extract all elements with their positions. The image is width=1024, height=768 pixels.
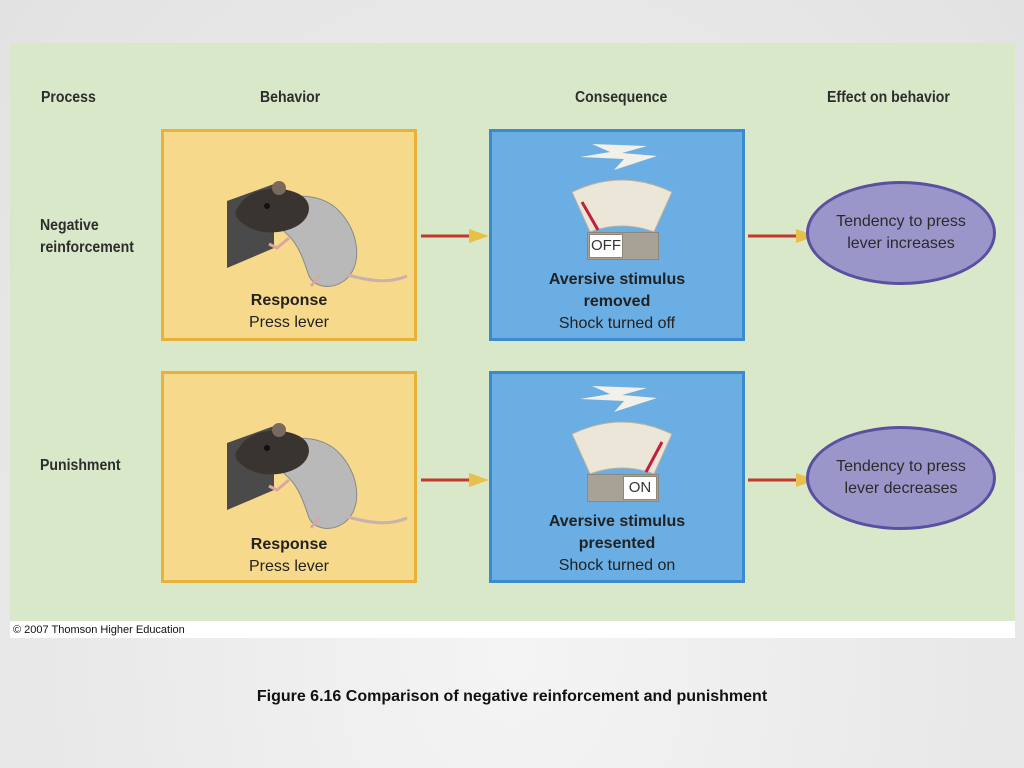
- copyright-notice: © 2007 Thomson Higher Education: [13, 624, 185, 636]
- effect-text: Tendency to press: [836, 213, 966, 230]
- effect-oval: Tendency to press lever increases: [806, 181, 996, 285]
- shock-switch: OFF: [587, 232, 659, 260]
- consequence-text: Aversive stimulus removed Shock turned o…: [492, 269, 742, 335]
- behavior-box: Response Press lever: [161, 129, 417, 341]
- header-process: Process: [41, 89, 96, 106]
- effect-oval: Tendency to press lever decreases: [806, 426, 996, 530]
- behavior-box: Response Press lever: [161, 371, 417, 583]
- header-effect: Effect on behavior: [827, 89, 950, 106]
- arrow-right-icon: [421, 473, 489, 487]
- consequence-title-line2: removed: [583, 293, 651, 310]
- consequence-title: Aversive stimulus: [548, 271, 686, 288]
- effect-text-line2: lever decreases: [844, 480, 958, 497]
- switch-label: ON: [623, 476, 657, 500]
- figure-caption: Figure 6.16 Comparison of negative reinf…: [256, 688, 768, 705]
- consequence-title-line2: presented: [578, 535, 656, 552]
- behavior-detail: Press lever: [248, 558, 330, 575]
- behavior-text: Response Press lever: [164, 534, 414, 578]
- behavior-text: Response Press lever: [164, 290, 414, 334]
- diagram-panel: Process Behavior Consequence Effect on b…: [10, 43, 1015, 621]
- shock-meter-icon: [571, 144, 673, 233]
- shock-meter-icon: [571, 386, 673, 475]
- consequence-box: ON Aversive stimulus presented Shock tur…: [489, 371, 745, 583]
- effect-text: Tendency to press: [836, 458, 966, 475]
- header-behavior: Behavior: [260, 89, 321, 106]
- behavior-detail: Press lever: [248, 314, 330, 331]
- behavior-title: Response: [250, 292, 328, 309]
- consequence-box: OFF Aversive stimulus removed Shock turn…: [489, 129, 745, 341]
- rat-pressing-lever-icon: [227, 181, 408, 287]
- figure: Process Behavior Consequence Effect on b…: [10, 43, 1015, 638]
- shock-switch: ON: [587, 474, 659, 502]
- behavior-title: Response: [250, 536, 328, 553]
- header-consequence: Consequence: [575, 89, 668, 106]
- arrow-right-icon: [421, 229, 489, 243]
- process-label-negative-reinforcement: Negative reinforcement: [40, 217, 134, 256]
- consequence-text: Aversive stimulus presented Shock turned…: [492, 511, 742, 577]
- consequence-detail: Shock turned on: [558, 557, 676, 574]
- process-label-punishment: Punishment: [40, 457, 121, 474]
- consequence-title: Aversive stimulus: [548, 513, 686, 530]
- switch-label: OFF: [589, 234, 623, 258]
- rat-pressing-lever-icon: [227, 423, 408, 529]
- effect-text-line2: lever increases: [847, 235, 955, 252]
- consequence-detail: Shock turned off: [558, 315, 676, 332]
